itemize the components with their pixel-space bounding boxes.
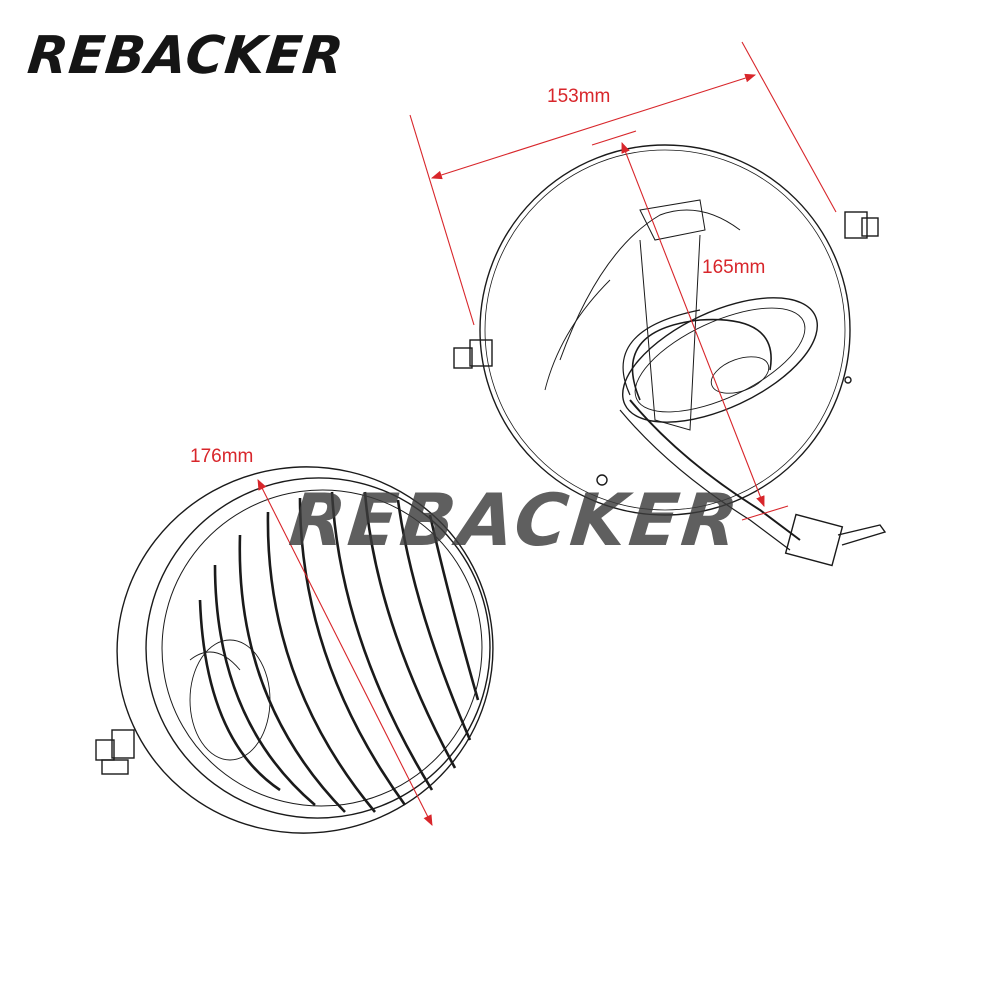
dimension-165-line — [591, 130, 789, 521]
dimension-depth-label: 165mm — [702, 257, 766, 278]
dimension-153-line — [409, 41, 837, 326]
dimension-diameter-label: 176mm — [190, 446, 254, 467]
dimension-176-line — [257, 479, 433, 826]
dimension-width-label: 153mm — [547, 86, 611, 107]
brand-logo: REBACKER — [24, 26, 348, 86]
brand-watermark: REBACKER — [285, 478, 745, 562]
